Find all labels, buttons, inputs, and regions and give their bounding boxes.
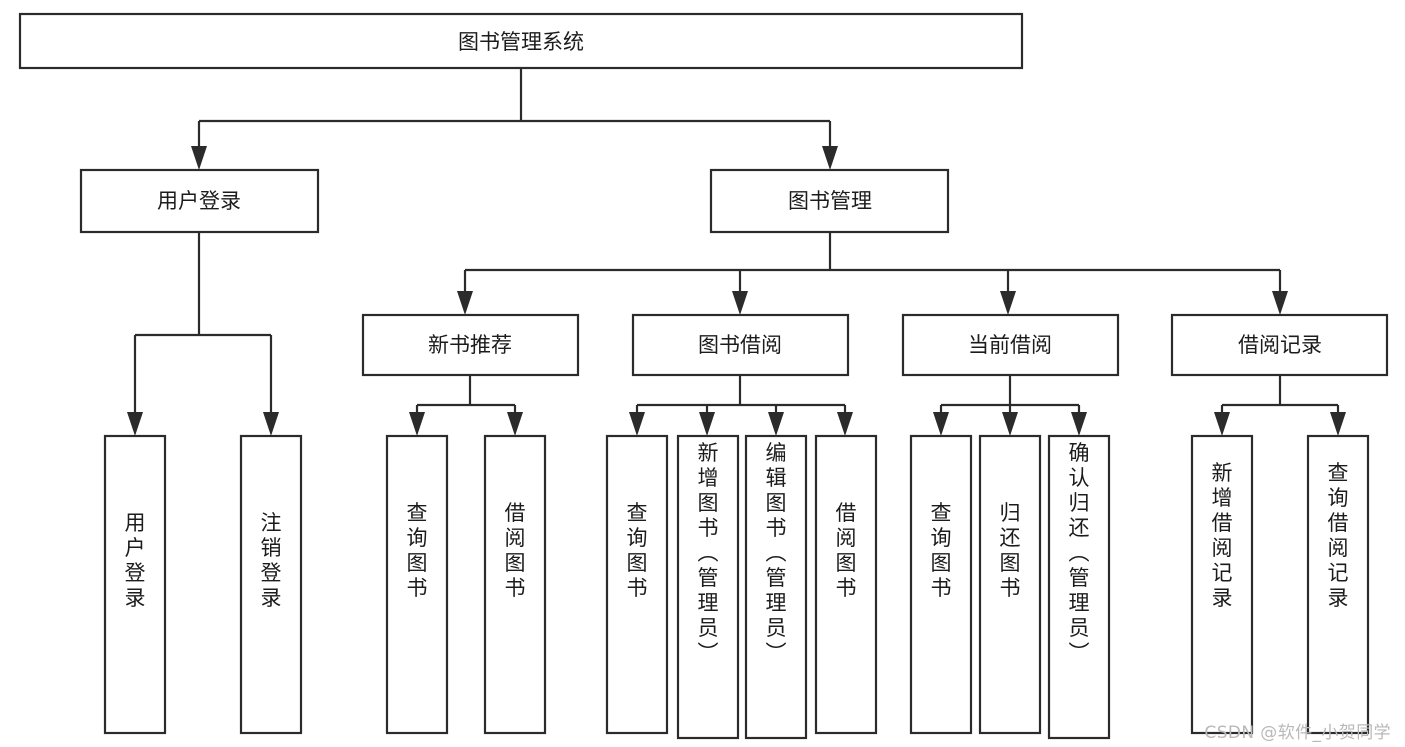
leaf-book-borrow-3[interactable]: 编辑图书︵管理员︶: [744, 434, 808, 740]
leaf-borrow-record-1-box[interactable]: [1190, 434, 1254, 735]
arrow-root-to-login-icon: [191, 146, 207, 170]
leaf-current-borrow-2-label: 归还图书: [1000, 501, 1021, 600]
leaf-book-borrow-3-label: 编辑图书︵管理员︶: [766, 441, 787, 665]
arrow-cb-c3-icon: [1071, 412, 1087, 436]
arrow-rc-c1-icon: [1214, 412, 1230, 436]
leaf-book-borrow-3-box[interactable]: [744, 434, 808, 740]
node-book-management-label: 图书管理: [788, 189, 872, 213]
leaf-book-borrow-2[interactable]: 新增图书︵管理员︶: [676, 434, 740, 740]
connector-group-borrow: [629, 375, 853, 436]
node-borrow-record-label: 借阅记录: [1238, 333, 1322, 357]
leaf-current-borrow-1-label: 查询图书: [931, 501, 952, 600]
connector-group-root: [191, 68, 838, 170]
node-borrow-record[interactable]: 借阅记录: [1170, 313, 1389, 377]
arrow-root-to-bookmgmt-icon: [822, 146, 838, 170]
node-current-borrow[interactable]: 当前借阅: [901, 313, 1120, 377]
leaf-current-borrow-2[interactable]: 归还图书: [978, 434, 1042, 735]
node-current-borrow-box[interactable]: [901, 313, 1120, 377]
leaf-book-borrow-1-box[interactable]: [605, 434, 669, 735]
node-book-management-box[interactable]: [709, 168, 950, 234]
connector-group-login: [127, 232, 279, 436]
arrow-login-c1-icon: [127, 412, 143, 436]
arrow-cb-c2-icon: [1002, 412, 1018, 436]
leaf-new-book-1-label: 查询图书: [407, 501, 428, 600]
leaf-user-login-2[interactable]: 注销登录: [239, 434, 303, 735]
arrow-cb-c1-icon: [933, 412, 949, 436]
node-book-borrow-box[interactable]: [631, 313, 850, 377]
node-borrow-record-box[interactable]: [1170, 313, 1389, 377]
arrow-nb-c2-icon: [507, 412, 523, 436]
arrow-bm-c3-icon: [1000, 291, 1016, 315]
arrow-bb-c1-icon: [629, 412, 645, 436]
arrow-bm-c2-icon: [732, 291, 748, 315]
leaf-new-book-1-box[interactable]: [385, 434, 449, 735]
leaf-current-borrow-2-box[interactable]: [978, 434, 1042, 735]
node-book-management[interactable]: 图书管理: [709, 168, 950, 234]
node-root[interactable]: 图书管理系统: [18, 12, 1024, 70]
leaf-current-borrow-3-label: 确认归还︵管理员︶: [1069, 441, 1090, 665]
leaf-borrow-record-1[interactable]: 新增借阅记录: [1190, 434, 1254, 735]
connector-group-record: [1214, 375, 1346, 436]
leaf-user-login-2-box[interactable]: [239, 434, 303, 735]
arrow-bb-c3-icon: [768, 412, 784, 436]
arrow-rc-c2-icon: [1330, 412, 1346, 436]
leaf-book-borrow-1[interactable]: 查询图书: [605, 434, 669, 735]
leaf-user-login-1[interactable]: 用户登录: [103, 434, 167, 735]
leaf-borrow-record-2[interactable]: 查询借阅记录: [1306, 434, 1370, 735]
leaf-book-borrow-1-label: 查询图书: [627, 501, 648, 600]
leaf-user-login-1-box[interactable]: [103, 434, 167, 735]
node-book-borrow-label: 图书借阅: [698, 333, 782, 357]
node-root-label: 图书管理系统: [458, 30, 584, 54]
node-current-borrow-label: 当前借阅: [968, 333, 1052, 357]
node-user-login[interactable]: 用户登录: [79, 168, 320, 234]
leaf-current-borrow-1[interactable]: 查询图书: [909, 434, 973, 735]
node-new-book-recommend[interactable]: 新书推荐: [361, 313, 580, 377]
leaf-borrow-record-2-box[interactable]: [1306, 434, 1370, 735]
leaf-new-book-2[interactable]: 借阅图书: [483, 434, 547, 735]
arrow-bm-c1-icon: [457, 291, 473, 315]
node-new-book-recommend-label: 新书推荐: [428, 333, 512, 357]
arrow-bm-c4-icon: [1272, 291, 1288, 315]
leaf-current-borrow-3[interactable]: 确认归还︵管理员︶: [1047, 434, 1111, 740]
leaf-book-borrow-4[interactable]: 借阅图书: [814, 434, 878, 735]
connector-group-current: [933, 375, 1087, 436]
leaf-user-login-2-label: 注销登录: [261, 511, 282, 610]
node-user-login-box[interactable]: [79, 168, 320, 234]
node-new-book-recommend-box[interactable]: [361, 313, 580, 377]
node-root-box[interactable]: [18, 12, 1024, 70]
arrow-login-c2-icon: [263, 412, 279, 436]
leaf-new-book-2-box[interactable]: [483, 434, 547, 735]
leaf-borrow-record-1-label: 新增借阅记录: [1212, 461, 1233, 610]
node-user-login-label: 用户登录: [157, 189, 241, 213]
leaf-borrow-record-2-label: 查询借阅记录: [1328, 461, 1349, 610]
leaf-new-book-1[interactable]: 查询图书: [385, 434, 449, 735]
arrow-bb-c4-icon: [837, 412, 853, 436]
connector-group-newbook: [409, 375, 523, 436]
connector-group-bookmgmt: [457, 232, 1288, 315]
arrow-bb-c2-icon: [699, 412, 715, 436]
leaf-user-login-1-label: 用户登录: [125, 511, 146, 610]
leaf-current-borrow-3-box[interactable]: [1047, 434, 1111, 740]
leaf-new-book-2-label: 借阅图书: [505, 501, 526, 600]
node-book-borrow[interactable]: 图书借阅: [631, 313, 850, 377]
leaf-current-borrow-1-box[interactable]: [909, 434, 973, 735]
leaf-book-borrow-2-label: 新增图书︵管理员︶: [698, 441, 719, 665]
arrow-nb-c1-icon: [409, 412, 425, 436]
leaf-book-borrow-4-box[interactable]: [814, 434, 878, 735]
leaf-book-borrow-2-box[interactable]: [676, 434, 740, 740]
leaf-book-borrow-4-label: 借阅图书: [836, 501, 857, 600]
